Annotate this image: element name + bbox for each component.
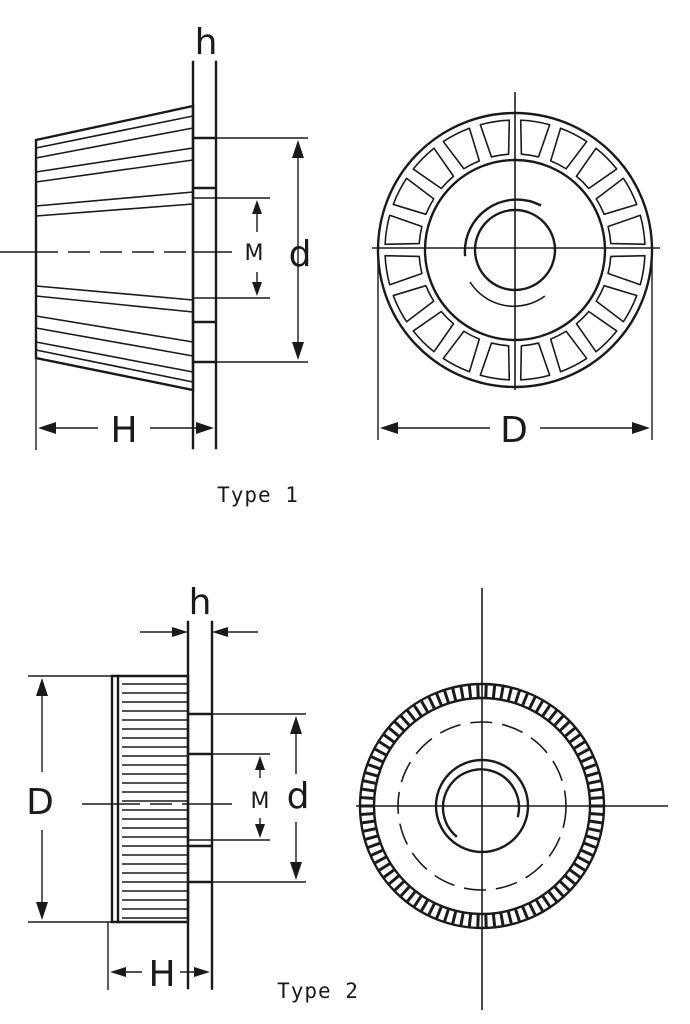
type2-front-view <box>356 588 668 1010</box>
type1-label-M: M <box>245 241 264 266</box>
type1-label-H: H <box>110 410 137 451</box>
type1-grip-teeth <box>384 119 646 381</box>
type2-label-d: d <box>287 776 310 817</box>
type2-side-view: h D d M H <box>26 582 309 995</box>
type1-label-D: D <box>500 410 528 451</box>
type1-knurl-ridges <box>35 115 194 383</box>
type2-collar <box>186 620 214 990</box>
type1-side-view: h d M H <box>0 22 311 451</box>
type1-collar <box>191 60 218 450</box>
type2-label-h: h <box>189 582 212 623</box>
type2-label-H: H <box>148 954 175 995</box>
type2-caption: Type 2 <box>277 979 359 1003</box>
type1-front-view: D <box>372 92 660 451</box>
type2-label-D: D <box>26 782 54 823</box>
type2-thread-arc <box>441 768 521 838</box>
type2-knurl-ridges <box>122 683 188 919</box>
type1-label-d: d <box>289 234 312 275</box>
type1-caption: Type 1 <box>217 483 299 507</box>
type1-label-h: h <box>195 22 218 63</box>
type1-body-outline <box>34 104 195 392</box>
type1-thread-arc <box>463 198 542 257</box>
type2-knurl-teeth <box>361 685 603 927</box>
type2-body-outline <box>110 674 190 924</box>
type2-label-M: M <box>251 789 270 814</box>
